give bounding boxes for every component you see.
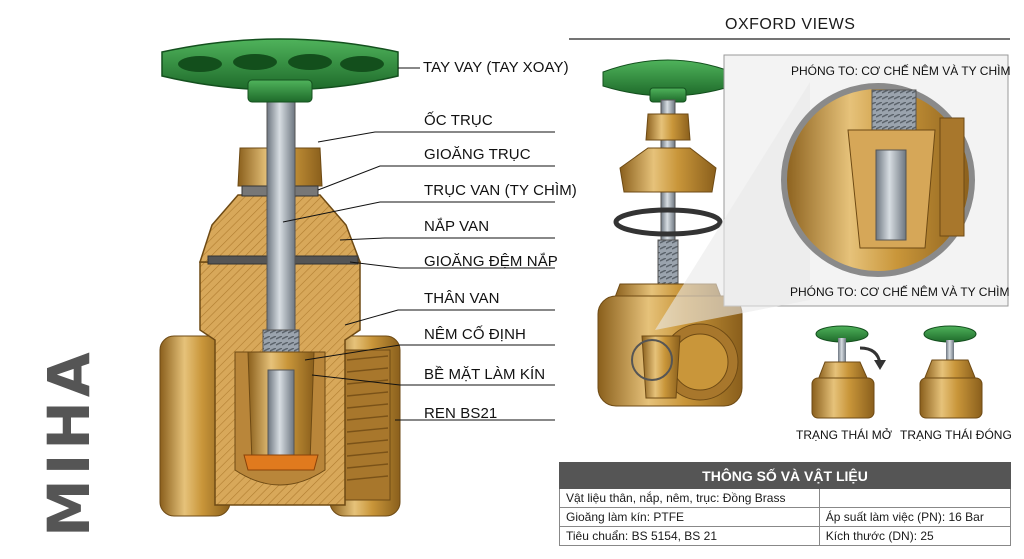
spec-cell: Áp suất làm việc (PN): 16 Bar bbox=[818, 507, 1012, 527]
oxford-title: OXFORD VIEWS bbox=[725, 16, 856, 33]
brand-logo: MIHA bbox=[35, 348, 103, 537]
zoom-label-bottom: PHÓNG TO: CƠ CHẾ NÊM VÀ TY CHÌM bbox=[790, 285, 1010, 299]
label-wedge: NÊM CỐ ĐỊNH bbox=[424, 326, 526, 343]
label-stem-gasket: GIOĂNG TRỤC bbox=[424, 146, 531, 163]
label-handwheel: TAY VAY (TAY XOAY) bbox=[423, 59, 569, 76]
label-body: THÂN VAN bbox=[424, 290, 500, 307]
label-bonnet: NẮP VAN bbox=[424, 218, 490, 235]
spec-cell: Tiêu chuẩn: BS 5154, BS 21 bbox=[559, 526, 820, 546]
spec-cell bbox=[818, 488, 1012, 508]
label-thread: REN BS21 bbox=[424, 405, 498, 422]
zoom-label-top: PHÓNG TO: CƠ CHẾ NÊM VÀ TY CHÌM bbox=[791, 64, 1011, 78]
label-seal-surface: BỀ MẶT LÀM KÍN bbox=[424, 366, 546, 383]
specs-title: THÔNG SỐ VÀ VẬT LIỆU bbox=[559, 462, 1011, 489]
state-open-label: TRẠNG THÁI MỞ bbox=[796, 428, 893, 442]
main-valve-cutaway bbox=[159, 38, 401, 517]
label-bonnet-gasket: GIOĂNG ĐỆM NẮP bbox=[424, 253, 558, 270]
open-state-valve bbox=[811, 325, 886, 419]
label-stem-nut: ỐC TRỤC bbox=[424, 112, 493, 129]
spec-cell: Gioăng làm kín: PTFE bbox=[559, 507, 820, 527]
spec-cell: Vật liệu thân, nắp, nêm, trục: Đồng Bras… bbox=[559, 488, 820, 508]
closed-state-valve bbox=[919, 325, 983, 419]
spec-cell: Kích thước (DN): 25 bbox=[818, 526, 1012, 546]
specs-table: THÔNG SỐ VÀ VẬT LIỆU Vật liệu thân, nắp,… bbox=[559, 462, 1012, 546]
state-closed-label: TRẠNG THÁI ĐÓNG bbox=[900, 428, 1012, 442]
table-row: Vật liệu thân, nắp, nêm, trục: Đồng Bras… bbox=[559, 488, 1012, 508]
table-row: Tiêu chuẩn: BS 5154, BS 21 Kích thước (D… bbox=[559, 526, 1012, 546]
callout-leader-lines bbox=[282, 67, 555, 421]
table-row: Gioăng làm kín: PTFE Áp suất làm việc (P… bbox=[559, 507, 1012, 527]
label-stem: TRỤC VAN (TY CHÌM) bbox=[424, 182, 577, 199]
zoom-inset bbox=[631, 54, 1009, 381]
